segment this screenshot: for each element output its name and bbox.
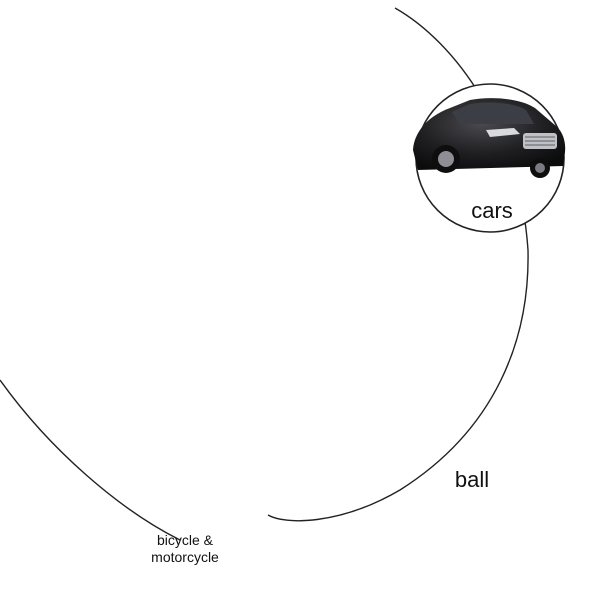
- cars-label: cars: [471, 198, 513, 223]
- connector-arc: [0, 7, 529, 541]
- ball-label: ball: [454, 467, 490, 492]
- car-icon: [413, 98, 566, 178]
- motorcycle-label-line1: bicycle &: [156, 532, 214, 548]
- cars-node: [413, 83, 566, 233]
- motorcycle-label-line2: motorcycle: [151, 549, 219, 565]
- motorcycle-label: bicycle & motorcycle: [110, 532, 260, 566]
